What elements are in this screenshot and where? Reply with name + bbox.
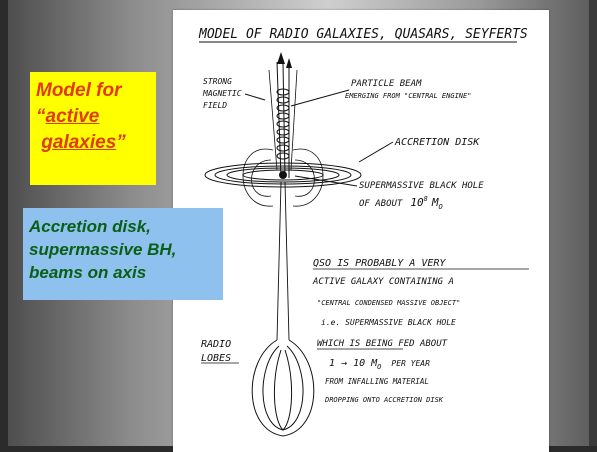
lower-beam: [277, 182, 289, 340]
label-field: FIELD: [203, 101, 227, 110]
label-beam-origin: EMERGING FROM "CENTRAL ENGINE": [345, 92, 471, 100]
feed-rate-per-year: PER YEAR: [391, 359, 430, 368]
title-callout-box: Model for “active galaxies”: [30, 72, 156, 185]
diagram-heading: MODEL OF RADIO GALAXIES, QUASARS, SEYFER…: [198, 27, 528, 42]
title-line-1: Model for: [36, 78, 154, 104]
label-supermassive-bh: SUPERMASSIVE BLACK HOLE: [359, 181, 484, 191]
label-lobes: LOBES: [201, 353, 231, 364]
hand-drawn-diagram: MODEL OF RADIO GALAXIES, QUASARS, SEYFER…: [173, 10, 549, 452]
magnetic-pointer: [245, 94, 265, 100]
title-line-2: “active: [36, 104, 154, 130]
summary-line-2: supermassive BH,: [29, 238, 217, 261]
title-close-quote: ”: [116, 132, 126, 153]
label-particle-beam: PARTICLE BEAM: [351, 79, 422, 89]
bh-mass-sun: O: [438, 203, 442, 211]
title-word-active: active: [46, 106, 100, 127]
qso-line-8: DROPPING ONTO ACCRETION DISK: [324, 396, 444, 404]
qso-note: QSO IS PROBABLY A VERY ACTIVE GALAXY CON…: [312, 258, 529, 404]
title-word-galaxies: galaxies: [41, 132, 116, 153]
title-line-3: galaxies”: [36, 130, 154, 156]
label-strong: STRONG: [203, 77, 232, 86]
summary-line-1: Accretion disk,: [29, 215, 217, 238]
black-hole-dot: [279, 171, 287, 179]
disk-pointer: [359, 142, 393, 162]
radio-lobe: [252, 340, 314, 436]
diagram-svg: MODEL OF RADIO GALAXIES, QUASARS, SEYFER…: [173, 10, 549, 452]
qso-line-5: WHICH IS BEING FED ABOUT: [317, 339, 448, 349]
feed-rate-sun: O: [377, 363, 381, 371]
qso-line-4: i.e. SUPERMASSIVE BLACK HOLE: [321, 318, 456, 327]
title-open-quote: “: [36, 106, 46, 127]
slide-left-edge: [0, 0, 8, 452]
qso-line-3: "CENTRAL CONDENSED MASSIVE OBJECT": [317, 299, 460, 307]
qso-line-7: FROM INFALLING MATERIAL: [325, 377, 429, 386]
label-of-about-text: OF ABOUT: [359, 199, 403, 209]
qso-line-2: ACTIVE GALAXY CONTAINING A: [312, 277, 454, 287]
bh-mass-ten: 10: [410, 196, 424, 209]
beam-pointer: [291, 90, 349, 106]
qso-line-6: 1 → 10 MO PER YEAR: [329, 358, 430, 371]
bh-mass-exp: 8: [424, 195, 428, 203]
label-radio: RADIO: [201, 339, 231, 350]
summary-callout-box: Accretion disk, supermassive BH, beams o…: [23, 208, 223, 300]
summary-line-3: beams on axis: [29, 261, 217, 284]
label-magnetic: MAGNETIC: [202, 89, 242, 98]
feed-rate-range: 1 → 10 M: [329, 358, 378, 369]
slide-right-edge: [589, 0, 597, 452]
label-accretion-disk: ACCRETION DISK: [394, 137, 480, 148]
qso-line-1: QSO IS PROBABLY A VERY: [313, 258, 446, 269]
